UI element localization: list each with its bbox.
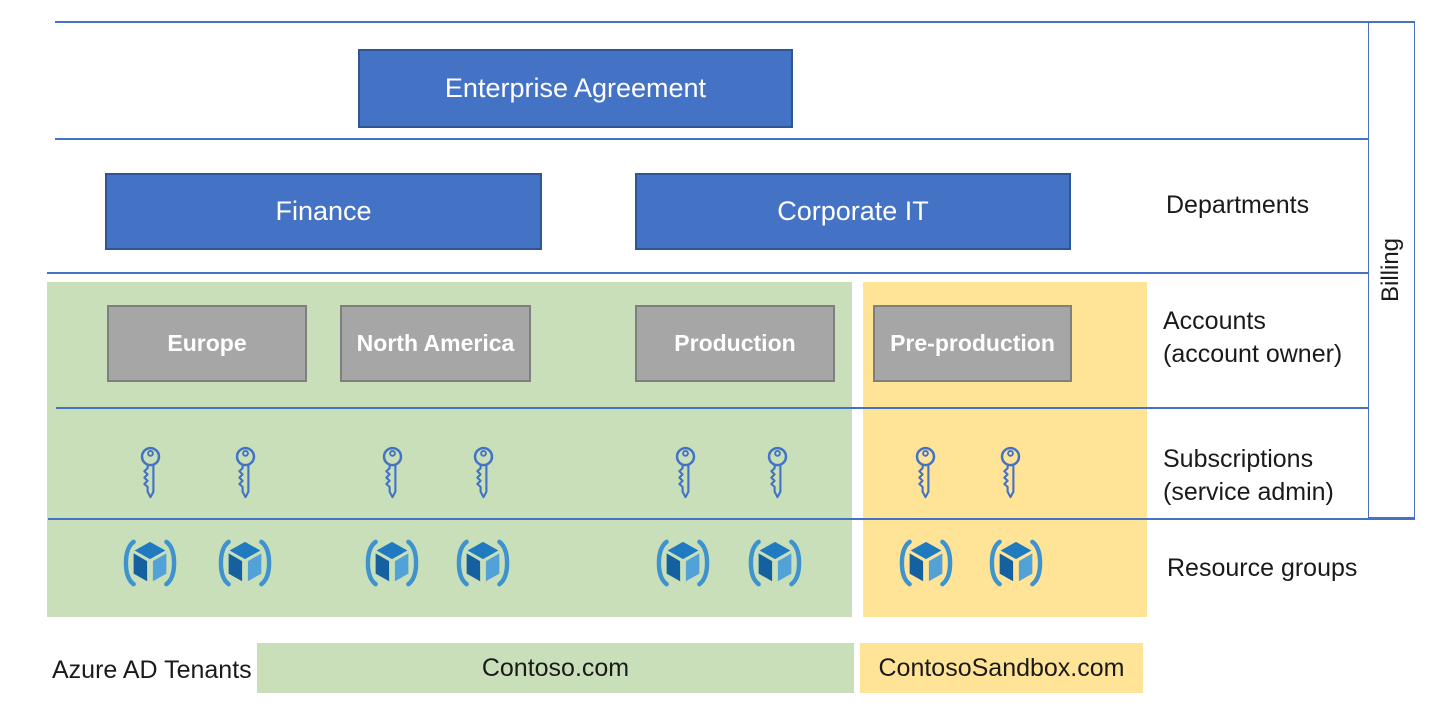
resource-group-cube-icon (989, 539, 1043, 587)
resource-group-cube-icon (123, 539, 177, 587)
resource-group-cube-icon (656, 539, 710, 587)
account-box-europe: Europe (107, 305, 307, 382)
tenant-sandbox-label: ContosoSandbox.com (878, 653, 1125, 682)
department-box-corporate-it: Corporate IT (635, 173, 1071, 250)
subscription-key-icon (140, 446, 161, 499)
account-box-pre-production: Pre-production (873, 305, 1072, 382)
row-label-departments: Departments (1166, 191, 1310, 219)
department-box-finance: Finance (105, 173, 542, 250)
subscription-key-icon (767, 446, 788, 499)
row-divider-top (55, 21, 1415, 23)
enterprise-agreement-box: Enterprise Agreement (358, 49, 793, 128)
subscription-key-icon (473, 446, 494, 499)
row-label-resource-groups: Resource groups (1167, 554, 1358, 582)
resource-group-cube-icon (218, 539, 272, 587)
tenants-row-label: Azure AD Tenants (52, 656, 252, 684)
subscription-key-icon (1000, 446, 1021, 499)
resource-group-cube-icon (365, 539, 419, 587)
account-europe-label: Europe (167, 330, 247, 356)
subscription-key-icon (382, 446, 403, 499)
department-finance-label: Finance (275, 196, 372, 226)
enterprise-agreement-label: Enterprise Agreement (444, 73, 707, 103)
subscription-key-icon (235, 446, 256, 499)
resource-group-cube-icon (748, 539, 802, 587)
row-divider-bottom (48, 518, 1415, 520)
row-label-subscriptions: Subscriptions (service admin) (1163, 443, 1334, 509)
account-box-production: Production (635, 305, 835, 382)
row-divider-departments (55, 138, 1368, 140)
resource-group-cube-icon (456, 539, 510, 587)
tenant-box-contoso: Contoso.com (257, 643, 854, 693)
account-box-north-america: North America (340, 305, 531, 382)
row-divider-subscriptions (56, 407, 1368, 409)
row-label-accounts: Accounts (account owner) (1163, 305, 1342, 371)
subscription-key-icon (915, 446, 936, 499)
account-production-label: Production (674, 330, 796, 356)
department-corporate-it-label: Corporate IT (777, 196, 929, 226)
tenant-box-sandbox: ContosoSandbox.com (860, 643, 1143, 693)
billing-column: Billing (1368, 21, 1415, 518)
account-north-america-label: North America (356, 330, 515, 356)
row-label-accounts-line1: Accounts (1163, 307, 1266, 335)
subscription-key-icon (675, 446, 696, 499)
billing-label: Billing (1377, 237, 1405, 302)
resource-group-cube-icon (899, 539, 953, 587)
account-pre-production-label: Pre-production (890, 330, 1055, 356)
row-divider-accounts (47, 272, 1368, 274)
row-label-subscriptions-line1: Subscriptions (1163, 445, 1314, 473)
row-label-accounts-line2: (account owner) (1163, 340, 1343, 368)
tenant-contoso-label: Contoso.com (481, 653, 630, 682)
row-label-subscriptions-line2: (service admin) (1163, 478, 1334, 506)
